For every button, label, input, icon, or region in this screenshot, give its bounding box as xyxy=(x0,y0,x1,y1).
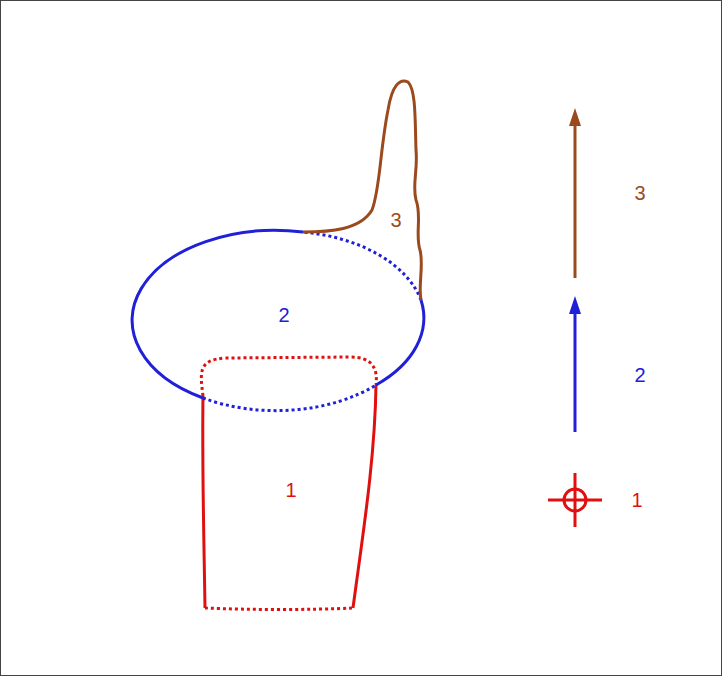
outline-segment xyxy=(353,385,376,608)
blue-arrow-symbol xyxy=(569,296,581,432)
outline-segment xyxy=(303,232,421,300)
outline-segment xyxy=(201,357,376,396)
shape-node: 1 xyxy=(190,350,386,618)
outline-segment xyxy=(205,608,353,610)
outline-segment xyxy=(303,81,421,300)
outline-segment xyxy=(203,396,205,608)
brown-process-outline xyxy=(296,72,430,308)
legend-number: 1 xyxy=(631,489,642,511)
legend-number: 2 xyxy=(634,364,645,386)
part-number: 2 xyxy=(278,304,289,326)
shape-node: 2 xyxy=(128,222,430,418)
outline-segment xyxy=(132,230,303,398)
outline-segment xyxy=(376,300,424,385)
outline-segment xyxy=(203,385,376,411)
shape-node: 3 xyxy=(296,72,430,308)
part-number: 3 xyxy=(390,209,401,231)
part-number: 1 xyxy=(285,479,296,501)
crosshair-symbol xyxy=(548,473,602,527)
brown-arrow-symbol xyxy=(569,108,581,278)
legend-number: 3 xyxy=(634,182,645,204)
